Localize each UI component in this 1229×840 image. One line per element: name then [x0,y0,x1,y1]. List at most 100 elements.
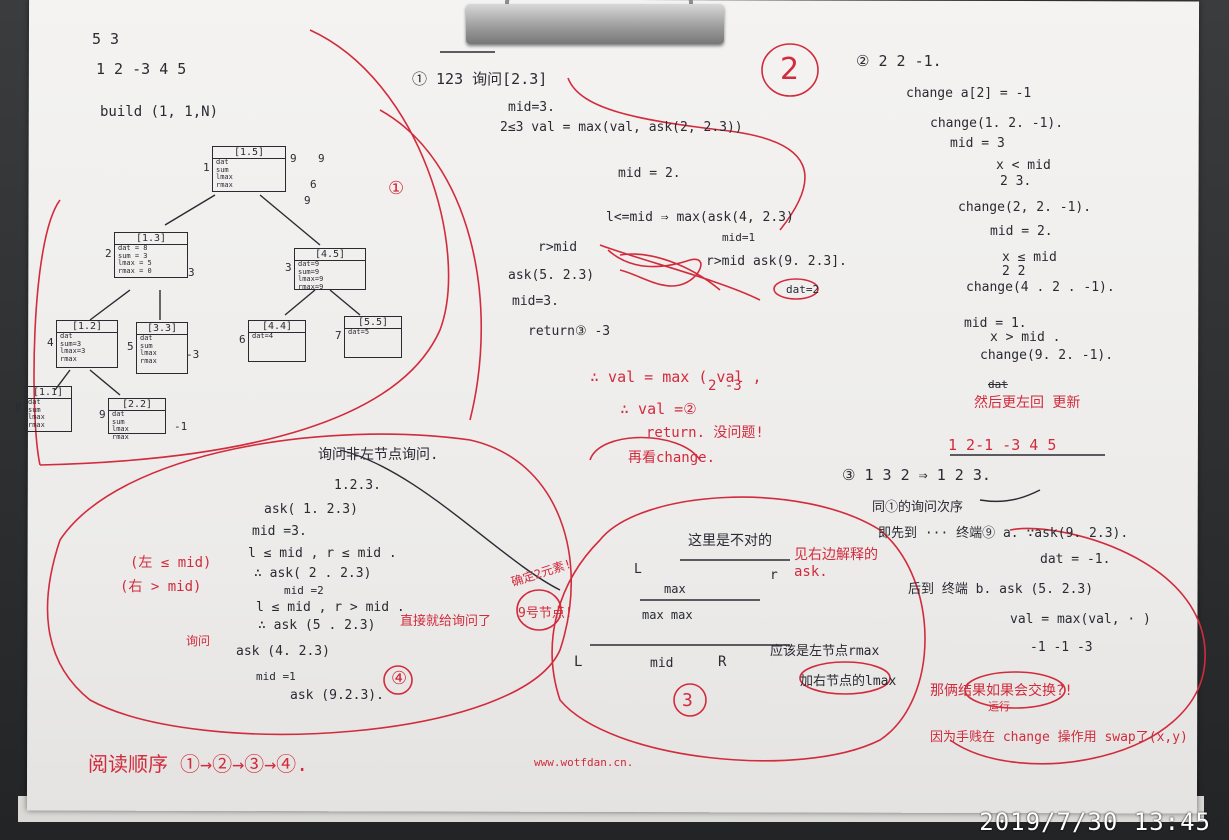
section2-line: change(9. 2. -1). [980,348,1114,363]
tree-node-range: [5.5] [345,317,401,329]
circled-3-label: 3 [682,690,693,711]
diagram3-r: r [770,568,778,583]
section4-line: 1.2.3. [334,478,381,493]
section1-line: r>mid [538,240,578,255]
section3-red3: 因为手贱在 change 操作用 swap了(x,y) [930,730,1188,745]
tree-node-fields: dat = 8 sum = 3 lmax = 5 rmax = 0 [118,245,152,275]
diagram3-base-l: L [574,654,583,670]
tree-node-index: 6 [239,333,246,346]
section1-val2: ∴ val =② [620,400,697,418]
binder-clip [466,4,724,44]
tree-node-range: [1.2] [57,321,117,333]
tree-node-fields: dat sum lmax rmax [140,335,157,365]
section2-line: change(1. 2. -1). [930,116,1064,131]
diagram3-base-mid: mid [650,656,674,671]
section2-line: change(4 . 2 . -1). [966,280,1115,295]
section4-head: 询问非左节点询问. [318,447,439,463]
tree-node-index: 2 [105,247,112,260]
tree-node-fields: dat sum lmax rmax [28,399,45,429]
diagram3-red-right: 加右节点的lmax [800,674,897,689]
section2-line: 2 3. [1000,174,1032,189]
section4-line: ask( 1. 2.3) [264,502,358,517]
section4-line: mid =3. [252,524,307,539]
section3-head: ③ 1 3 2 ⇒ 1 2 3. [842,466,991,484]
section3-line: 同①的询问次序 [872,500,964,515]
section1-val4: 再看change. [628,450,716,466]
section2-line: change(2, 2. -1). [958,200,1092,215]
section3-line: -1 -1 -3 [1030,640,1093,655]
section1-line: mid=3. [508,100,555,115]
section2-note2: 然后更左回 更新 [974,395,1081,411]
tree-node: [5.5]dat=5 7 [335,316,402,358]
section1-line: return③ -3 [528,324,611,339]
diagram3-l: L [634,562,642,577]
section4-line: ∴ ask( 2 . 2.3) [254,566,372,581]
section1-mid1: mid=1 [722,231,756,244]
section2-head: ② 2 2 -1. [856,52,942,70]
big-circled-2: 2 [780,52,800,87]
rule-right: (右 > mid) [120,579,202,595]
tree-node-index: 7 [335,329,342,342]
section4-line: ask (9.2.3). [290,688,384,703]
circled-1-label: ① [388,178,405,199]
tree-node-range: [2.2] [109,399,165,411]
tree-node-index: 8 [15,401,22,414]
tree-side-value: 9 [290,152,297,165]
section4-line: mid =2 [284,584,324,597]
section2-result: 1 2-1 -3 4 5 [948,436,1057,454]
tree-node-range: [1.1] [25,387,71,399]
rule-left: (左 ≤ mid) [130,555,212,571]
section1-line: 2≤3 val = max(val, ask(2, 2.3)) [500,120,743,135]
red-direct: 直接就给询问了 [400,614,492,629]
section2-line: mid = 1. [964,316,1027,331]
tree-node-range: [1.5] [213,147,285,159]
tree-node-fields: dat=5 [348,329,370,336]
section1-line: r>mid ask(9. 2.3]. [706,254,847,269]
section3-line: 后到 终端 b. ask (5. 2.3) [908,582,1094,597]
circled-4-label: ④ [391,668,408,689]
section2-line: mid = 2. [990,224,1053,239]
section3-line: val = max(val, · ) [1010,612,1151,627]
section2-line: mid = 3 [950,136,1005,151]
section1-line: mid=3. [512,294,559,309]
section1-head: ① 123 询问[2.3] [412,70,548,88]
diagram3-red-left: 应该是左节点rmax [770,644,880,659]
section3-line: 即先到 ··· 终端⑨ a. ∵ask(9. 2.3). [878,526,1129,541]
n-q-line: 5 3 [92,30,120,48]
section2-line: x < mid [996,158,1051,173]
tree-side-value: 9 [318,152,325,165]
tree-node: [1.1]dat sum lmax rmax 8 [15,386,72,432]
tree-node-fields: dat sum lmax rmax [112,411,129,441]
tree-side-value: 9 [304,194,311,207]
section1-line: l<=mid ⇒ max(ask(4, 2.3) [606,210,794,225]
array-line: 1 2 -3 4 5 [96,60,187,78]
tree-node-fields: dat=9 sum=9 lmax=9 rmax=9 [298,261,324,291]
section4-line: ∴ ask (5 . 2.3) [258,618,376,633]
diagram3-base-r: R [718,654,727,670]
red-node9: 9号节点! [518,606,573,621]
section3-line: dat = -1. [1040,552,1111,567]
tree-side-value: 6 [310,178,317,191]
diagram3-red-explain: 见右边解释的ask. [794,547,878,580]
section1-val3: return. 没问题! [646,425,764,441]
section2-note: dat [988,378,1008,391]
tree-node-fields: dat sum=3 lmax=3 rmax [60,333,86,363]
section4-line: ask (4. 2.3) [236,644,330,659]
photo-timestamp: 2019/7/30 13:45 [979,808,1211,836]
tree-side-value: -3 [186,348,200,361]
section1-line: dat=2 [786,283,820,296]
section2-line: x ≤ mid [1002,250,1057,265]
section1-val1: ∴ val = max ( val , [590,368,762,386]
red-query: 询问 [186,634,211,648]
section2-line: change a[2] = -1 [906,86,1032,101]
section1-val1b: 2 -3 [708,378,742,394]
